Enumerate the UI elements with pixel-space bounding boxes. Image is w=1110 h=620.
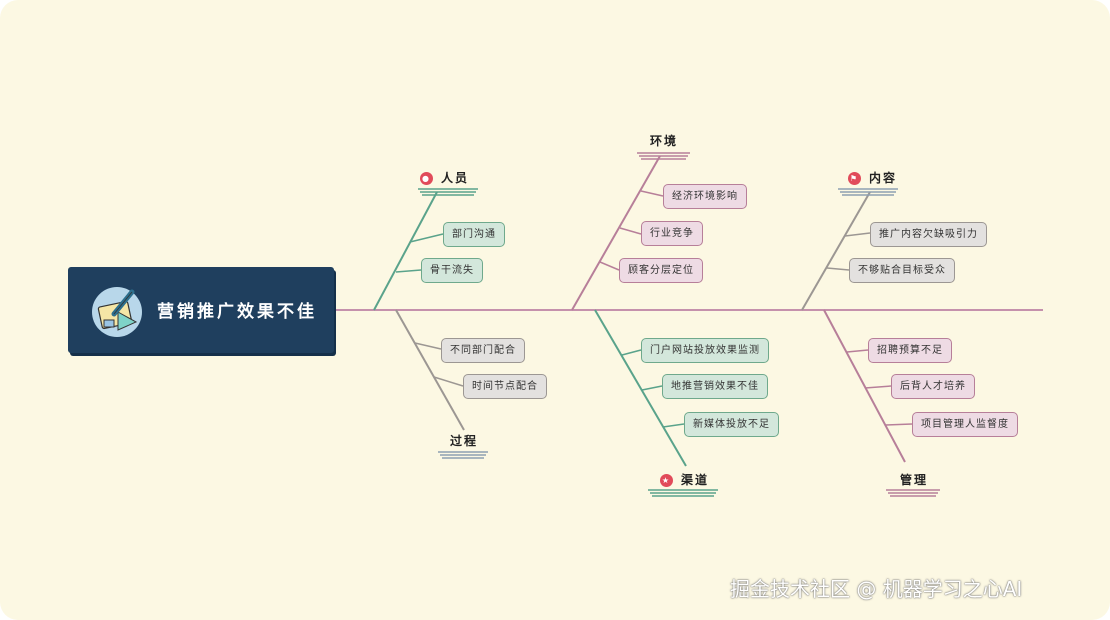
cause-node[interactable]: 不够贴合目标受众 — [849, 258, 955, 283]
problem-title: 营销推广效果不佳 — [157, 297, 317, 322]
cause-node[interactable]: 部门沟通 — [443, 222, 505, 247]
category-guanli-label: 管理 — [900, 473, 928, 487]
person-icon: ● — [420, 172, 433, 185]
twig-huanjing-3 — [600, 262, 619, 270]
cause-node[interactable]: 不同部门配合 — [441, 338, 525, 363]
category-qudao[interactable]: ★ 渠道 — [660, 471, 709, 488]
cause-node[interactable]: 后背人才培养 — [891, 374, 975, 399]
bone-renyuan — [374, 192, 437, 310]
cause-node[interactable]: 新媒体投放不足 — [684, 412, 779, 437]
category-neirong[interactable]: ⚑ 内容 — [848, 169, 897, 186]
twig-renyuan-2 — [396, 270, 421, 272]
category-qudao-label: 渠道 — [681, 473, 709, 487]
twig-qudao-1 — [622, 350, 641, 355]
category-guocheng-label: 过程 — [450, 434, 478, 448]
bone-neirong — [802, 192, 870, 310]
twig-huanjing-2 — [620, 228, 641, 234]
cause-node[interactable]: 时间节点配合 — [463, 374, 547, 399]
underline-huanjing — [637, 153, 690, 159]
underline-qudao — [648, 490, 718, 496]
twig-guanli-1 — [847, 350, 868, 352]
flag-icon: ⚑ — [848, 172, 861, 185]
star-icon: ★ — [660, 474, 673, 487]
cause-node[interactable]: 门户网站投放效果监测 — [641, 338, 769, 363]
underline-renyuan — [418, 189, 478, 195]
cause-node[interactable]: 顾客分层定位 — [619, 258, 703, 283]
twig-guocheng-1 — [415, 343, 441, 349]
cause-node[interactable]: 经济环境影响 — [663, 184, 747, 209]
bone-guocheng — [396, 310, 464, 430]
twig-neirong-2 — [827, 268, 849, 270]
category-huanjing-label: 环境 — [650, 134, 678, 148]
cause-node[interactable]: 推广内容欠缺吸引力 — [870, 222, 987, 247]
cause-node[interactable]: 项目管理人监督度 — [912, 412, 1018, 437]
cause-node[interactable]: 骨干流失 — [421, 258, 483, 283]
watermark: 掘金技术社区 @ 机器学习之心AI — [730, 573, 1022, 602]
twig-huanjing-1 — [641, 191, 663, 196]
underline-guocheng — [438, 452, 488, 458]
category-renyuan-label: 人员 — [441, 171, 469, 185]
twig-neirong-1 — [845, 233, 870, 236]
cause-node[interactable]: 行业竞争 — [641, 221, 703, 246]
category-neirong-label: 内容 — [869, 171, 897, 185]
underline-guanli — [886, 490, 940, 496]
twig-qudao-2 — [642, 386, 662, 390]
category-guocheng[interactable]: 过程 — [450, 432, 478, 449]
notebook-pencil-icon — [88, 282, 146, 344]
category-huanjing[interactable]: 环境 — [650, 132, 678, 149]
twig-guanli-2 — [865, 386, 891, 388]
cause-node[interactable]: 地推营销效果不佳 — [662, 374, 768, 399]
cause-node[interactable]: 招聘预算不足 — [868, 338, 952, 363]
twig-guanli-3 — [885, 424, 912, 425]
category-guanli[interactable]: 管理 — [900, 471, 928, 488]
category-renyuan[interactable]: ● 人员 — [420, 169, 469, 186]
twig-qudao-3 — [663, 424, 684, 427]
